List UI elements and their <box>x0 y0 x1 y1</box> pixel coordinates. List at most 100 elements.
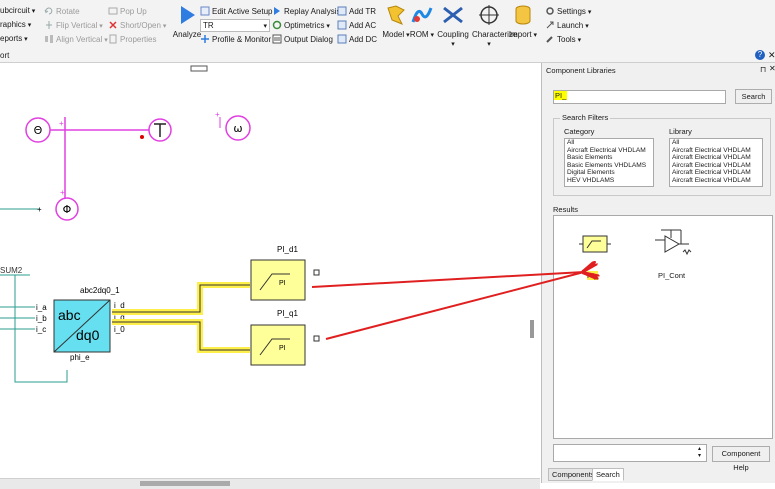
setup-select-value: TR <box>203 21 214 30</box>
profile-monitor-button[interactable]: Profile & Monitor <box>200 34 271 44</box>
component-description-box <box>553 444 707 462</box>
optimetrics-button[interactable]: Optimetrics <box>272 20 330 30</box>
rom-button[interactable]: ROM <box>405 4 439 39</box>
pin-id-label: i_d <box>114 301 125 310</box>
category-item[interactable]: Basic Elements VHDLAMS <box>567 161 647 169</box>
analyze-button[interactable]: Analyze <box>170 4 204 39</box>
align-vertical-button[interactable]: Align Vertical <box>44 34 108 44</box>
add-ac-button[interactable]: Add AC <box>337 20 376 30</box>
model-button[interactable]: Model <box>379 4 413 39</box>
torque-symbol <box>154 123 166 137</box>
result-label-pi-cont[interactable]: PI_Cont <box>658 271 686 280</box>
pop-up-button[interactable]: Pop Up <box>108 6 147 16</box>
flip-vertical-button[interactable]: Flip Vertical <box>44 20 103 30</box>
edit-active-setup-label: Edit Active Setup <box>212 6 273 16</box>
rotate-icon <box>44 7 53 15</box>
pi-q1-curve <box>259 338 290 356</box>
edit-active-setup-button[interactable]: Edit Active Setup <box>200 6 272 16</box>
launch-button[interactable]: Launch <box>545 20 589 30</box>
import-button[interactable]: Import <box>506 4 540 39</box>
library-item[interactable]: Aircraft Electrical VHDLAM <box>672 161 751 169</box>
subcircuit-label: ubcircuit <box>0 6 35 15</box>
tools-button[interactable]: Tools <box>545 34 581 44</box>
abc-text: abc <box>58 307 81 323</box>
highlight-wire-q <box>112 319 250 353</box>
component-libraries-panel: Component Libraries ⊓ ✕ PI_ Search Searc… <box>541 63 775 483</box>
output-dialog-button[interactable]: Output Dialog <box>272 34 333 44</box>
canvas-scroll-thumb[interactable] <box>530 320 534 338</box>
reports-label: eports <box>0 34 28 43</box>
category-item[interactable]: Aircraft Electrical VHDLAM <box>567 146 646 154</box>
category-item[interactable]: HEV VHDLAMS <box>567 176 615 184</box>
short-open-label: Short/Open <box>120 21 166 30</box>
category-item[interactable]: All <box>567 139 575 146</box>
search-button[interactable]: Search <box>735 89 772 104</box>
library-list[interactable]: All Aircraft Electrical VHDLAM Aircraft … <box>669 138 763 187</box>
pin-i0-label: i_0 <box>114 325 125 334</box>
panel-close-icon[interactable]: ✕ <box>769 64 775 73</box>
add-ac-icon <box>337 20 347 30</box>
result-item-pi-cont[interactable] <box>651 226 693 260</box>
pi-q1-block[interactable] <box>250 324 306 366</box>
replay-analysis-label: Replay Analysis <box>284 6 341 16</box>
play-icon <box>181 6 195 24</box>
results-list[interactable]: PI_ PI_Cont <box>553 215 773 439</box>
close-icon[interactable]: ✕ <box>768 50 775 60</box>
pi-d1-block[interactable] <box>250 259 306 301</box>
help-icon[interactable]: ? <box>755 50 765 60</box>
plus-sign: + <box>59 119 64 128</box>
search-input-value: PI_ <box>554 91 568 100</box>
library-item[interactable]: Aircraft Electrical VHDLAM <box>672 176 751 184</box>
result-label-pi[interactable]: PI_ <box>587 271 599 280</box>
hscroll-thumb[interactable] <box>140 481 230 486</box>
model-label: Model <box>379 30 413 39</box>
component-help-button[interactable]: Component Help <box>712 446 770 472</box>
pi-q1-output-pin <box>313 335 320 342</box>
graphics-button[interactable]: raphics <box>0 20 31 29</box>
wire-d <box>112 284 250 313</box>
add-tr-button[interactable]: Add TR <box>337 6 376 16</box>
category-item[interactable]: Basic Elements <box>567 154 613 162</box>
graphics-label: raphics <box>0 20 31 29</box>
panel-pin-icon[interactable]: ⊓ <box>760 65 767 74</box>
canvas-horizontal-scrollbar[interactable] <box>0 478 540 489</box>
tab-components[interactable]: Components <box>548 468 599 481</box>
sm-rotb1-symbol[interactable] <box>55 197 79 221</box>
category-list[interactable]: All Aircraft Electrical VHDLAM Basic Ele… <box>564 138 654 187</box>
setup-select[interactable]: TR ▾ <box>200 19 270 32</box>
result-item-pi[interactable] <box>579 234 611 254</box>
pi-d1-label: PI_d1 <box>277 245 298 254</box>
phi-symbol: Φ <box>63 203 72 216</box>
coupling-button[interactable]: Coupling <box>436 4 470 48</box>
pi-d1-text: PI <box>279 280 286 287</box>
schematic-canvas[interactable]: Θ + ω + Φ + + SUM2 abc dq0 abc2dq0_1 i_a… <box>0 63 537 478</box>
tools-label: Tools <box>557 35 581 44</box>
v-rotb1-symbol[interactable] <box>225 115 251 141</box>
characterize-button[interactable]: Characterize <box>472 4 517 48</box>
settings-button[interactable]: Settings <box>545 6 591 16</box>
optimetrics-icon <box>272 20 282 30</box>
search-filters-title: Search Filters <box>560 113 611 122</box>
flip-vertical-label: Flip Vertical <box>56 21 103 30</box>
library-item[interactable]: Aircraft Electrical VHDLAM <box>672 154 751 162</box>
tab-search[interactable]: Search <box>592 468 624 481</box>
library-item[interactable]: All <box>672 139 680 146</box>
library-item[interactable]: Aircraft Electrical VHDLAM <box>672 146 751 154</box>
edit-setup-icon <box>200 6 210 16</box>
category-item[interactable]: Digital Elements <box>567 169 615 177</box>
replay-analysis-button[interactable]: Replay Analysis <box>272 6 340 16</box>
characterize-label: Characterize <box>472 30 517 48</box>
library-item[interactable]: Aircraft Electrical VHDLAM <box>672 169 751 177</box>
add-dc-button[interactable]: Add DC <box>337 34 377 44</box>
reports-button[interactable]: eports <box>0 34 28 43</box>
short-open-button[interactable]: Short/Open <box>108 20 166 30</box>
properties-button[interactable]: Properties <box>108 34 156 44</box>
pin-ic-label: i_c <box>36 325 46 334</box>
rotate-button[interactable]: Rotate <box>44 6 80 16</box>
subcircuit-button[interactable]: ubcircuit <box>0 6 35 15</box>
rom-label: ROM <box>405 30 439 39</box>
search-input[interactable]: PI_ <box>553 90 726 104</box>
analyze-label: Analyze <box>172 30 202 39</box>
vm-rotb1-symbol[interactable] <box>25 117 51 143</box>
description-scroll-icon[interactable]: ▴▾ <box>698 446 702 459</box>
